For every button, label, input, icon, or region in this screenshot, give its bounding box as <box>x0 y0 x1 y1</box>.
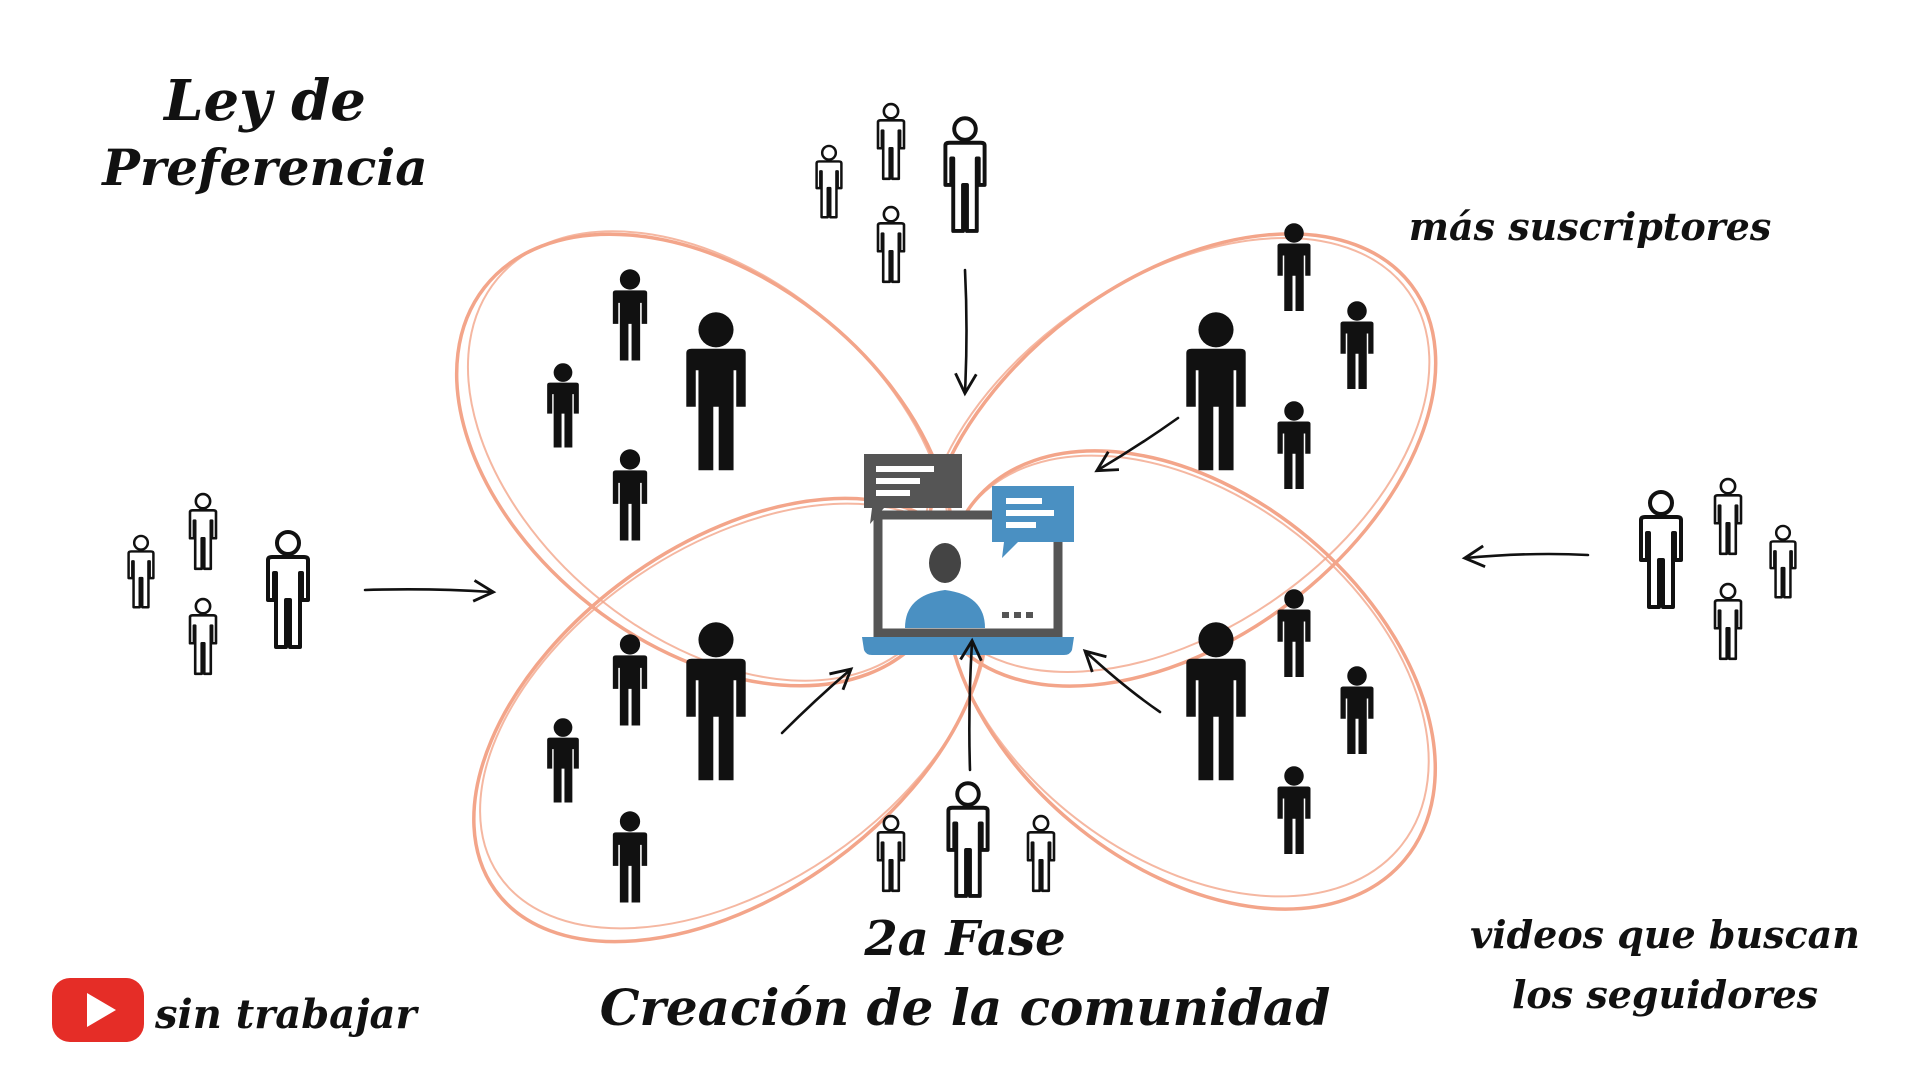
visitor-figure <box>815 144 843 219</box>
visitor-group-right <box>1639 477 1797 661</box>
member-figure <box>1277 223 1311 311</box>
visitor-figure <box>876 102 906 181</box>
brand-logo: sin trabajar <box>52 978 419 1042</box>
visitor-figure <box>943 116 987 233</box>
member-figure <box>686 312 746 471</box>
community-loops <box>454 230 1438 944</box>
member-figure <box>1277 589 1311 677</box>
channel-computer-icon <box>862 454 1074 655</box>
visitor-group-left <box>127 492 310 676</box>
title-line-1: Ley de <box>162 68 366 134</box>
visitor-figure <box>876 814 906 893</box>
arrow-from-top <box>954 268 978 397</box>
caption-community-creation: Creación de la comunidad <box>600 978 1331 1037</box>
annotation-more-subscribers: más suscriptores <box>1409 204 1772 249</box>
flow-arrows <box>363 268 1590 772</box>
visitor-figure <box>876 205 906 284</box>
arrow-from-right <box>1461 544 1590 568</box>
visitor-figure <box>188 492 218 571</box>
title-line-2: Preferencia <box>100 138 427 197</box>
youtube-play-icon <box>52 978 144 1042</box>
member-figure <box>612 269 648 361</box>
ellipsis-icon <box>1002 612 1033 618</box>
member-figure <box>612 634 648 726</box>
annotation-videos-line-2: los seguidores <box>1512 972 1818 1017</box>
member-figure <box>612 449 648 541</box>
visitor-figure <box>1769 524 1797 599</box>
chat-bubble-left-icon <box>864 454 962 524</box>
arrow-from-bottom-left-group <box>780 667 854 735</box>
member-figure <box>547 718 579 803</box>
member-figure <box>1186 622 1246 781</box>
arrow-from-top-right-group <box>1094 416 1180 473</box>
member-figure <box>1186 312 1246 471</box>
member-figure <box>1340 666 1374 754</box>
laptop-base <box>862 637 1074 655</box>
member-figure <box>612 811 648 903</box>
visitor-group-bottom <box>876 781 1056 898</box>
visitor-group-top <box>815 102 987 284</box>
member-figure <box>1277 401 1311 489</box>
creator-avatar-icon <box>905 543 985 628</box>
annotation-videos-line-1: videos que buscan <box>1470 912 1860 957</box>
member-figure <box>1277 766 1311 854</box>
member-figure <box>686 622 746 781</box>
loop-bottom-right <box>942 449 1438 911</box>
visitor-figure <box>188 597 218 676</box>
visitor-figure <box>1713 477 1743 556</box>
visitor-figure <box>1026 814 1056 893</box>
visitor-figure <box>1639 490 1683 609</box>
member-figure <box>1340 301 1374 389</box>
visitor-figure <box>946 781 990 898</box>
visitor-figure <box>127 534 155 609</box>
arrow-from-bottom-right-group <box>1082 649 1162 714</box>
caption-phase: 2a Fase <box>863 911 1065 967</box>
arrow-from-bottom <box>959 637 983 772</box>
chat-bubble-right-icon <box>992 486 1074 558</box>
visitor-figure <box>1713 582 1743 661</box>
brand-label: sin trabajar <box>154 991 419 1038</box>
arrow-from-left <box>363 579 497 603</box>
member-figure <box>547 363 579 448</box>
visitor-figure <box>266 530 310 649</box>
